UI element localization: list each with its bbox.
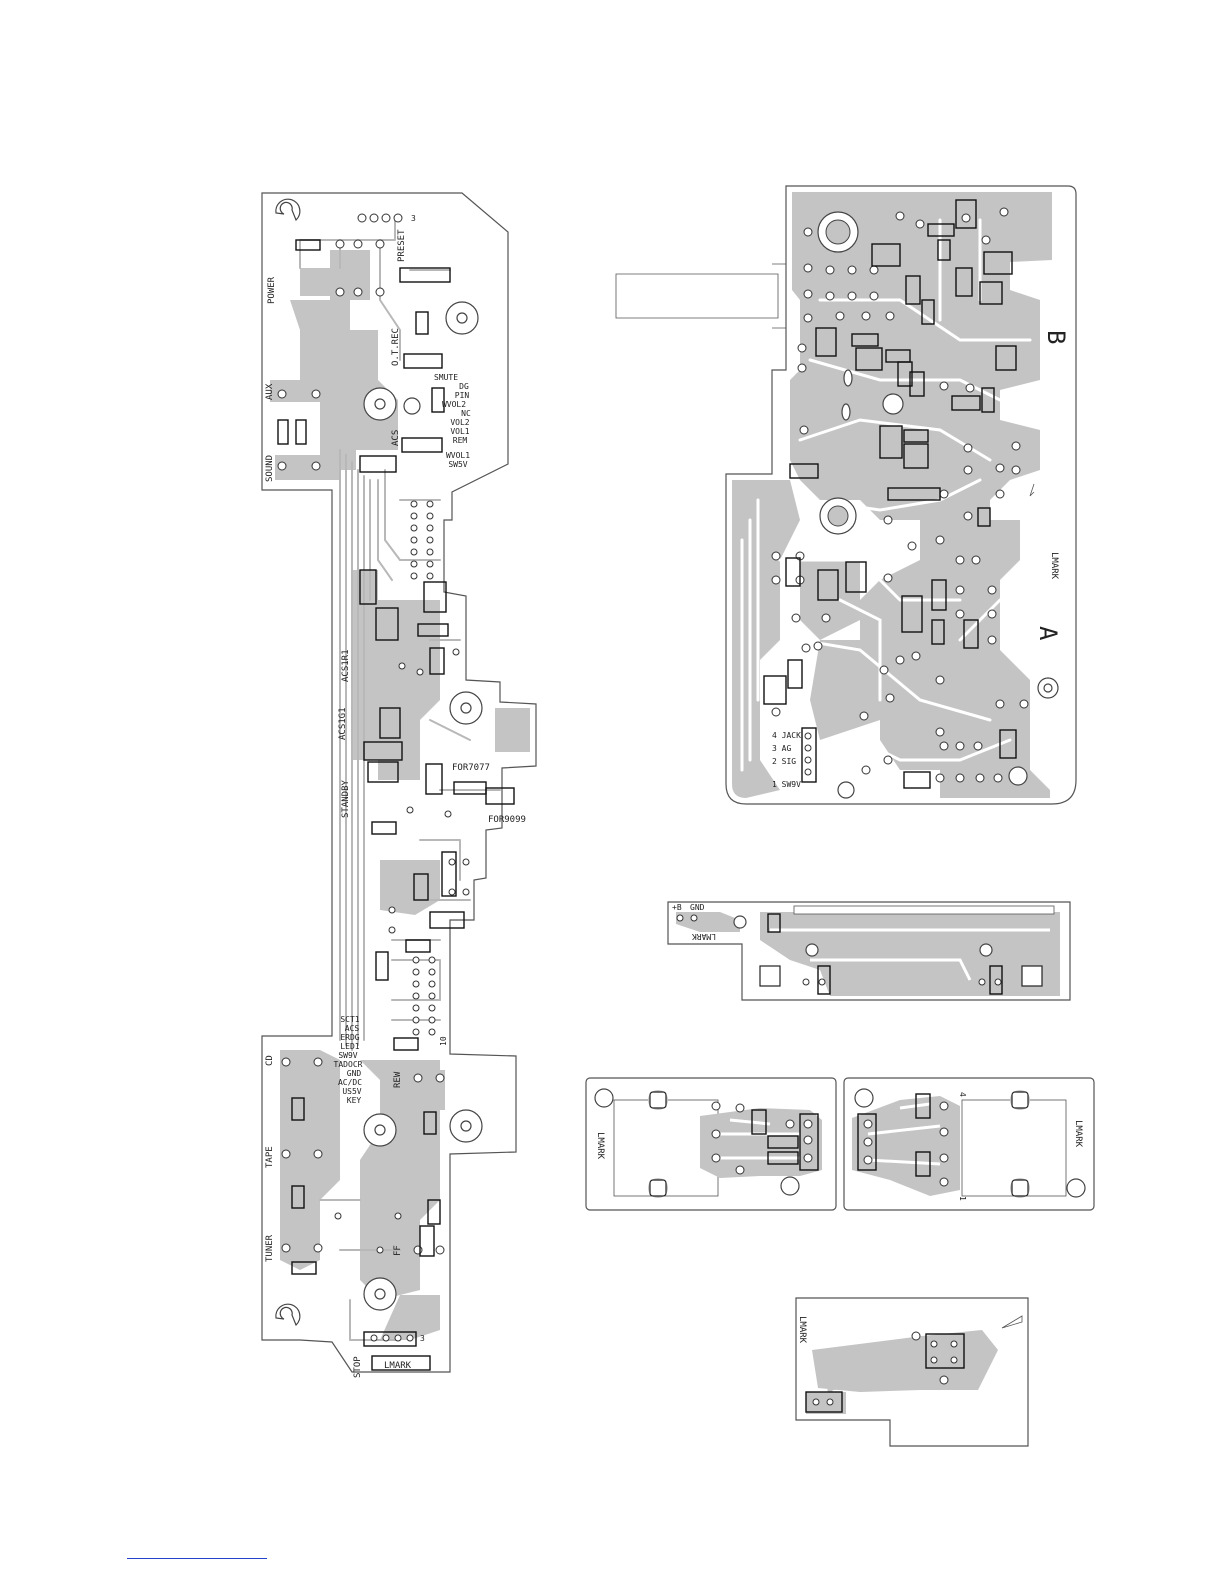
signal-name: PIN — [455, 391, 470, 400]
signal-name: DG — [459, 382, 469, 391]
signal-name: SMUTE — [434, 373, 458, 382]
connector-pin-label: 1 SW9V — [772, 780, 801, 789]
label-pin1: 1 — [958, 1196, 967, 1201]
label-pin10: 10 — [439, 1036, 448, 1046]
label-b: B — [1042, 330, 1070, 344]
label-lmark-jack-left: LMARK — [595, 1132, 605, 1160]
small-board: +B GND LMARK — [668, 902, 1070, 1000]
main-panel-board: POWER PRESET O.T.REC AUX SOUND ACS ACS1R… — [262, 193, 536, 1378]
label-sound: SOUND — [265, 455, 275, 482]
label-acs1r1: ACS1R1 — [341, 649, 351, 682]
signal-name: WVOL1 — [446, 451, 470, 460]
signal-name: TADOCR — [334, 1060, 363, 1069]
label-aux: AUX — [265, 383, 275, 400]
label-rew: REW — [393, 1071, 403, 1088]
label-pin4: 4 — [958, 1092, 967, 1097]
signal-name: VOL1 — [450, 427, 469, 436]
connector-pin-label: 3 AG — [772, 744, 791, 753]
signal-name: KEY — [347, 1096, 362, 1105]
label-cd: CD — [265, 1055, 275, 1066]
jack-board-right: LMARK 4 1 — [844, 1078, 1094, 1210]
signal-name: LED1 — [340, 1042, 359, 1051]
signal-name: NC — [461, 409, 471, 418]
bottom-board: LMARK — [796, 1298, 1028, 1446]
signal-name: AC/DC — [338, 1078, 362, 1087]
board-ab: B A LMARK 4 JACK 3 AG 2 SIG 1 SW9V — [616, 186, 1076, 804]
label-lmark-main: LMARK — [384, 1361, 412, 1371]
signal-name: GND — [347, 1069, 362, 1078]
label-acs1g1: ACS1G1 — [338, 707, 348, 740]
label-pin3-bottom: 3 — [420, 1334, 425, 1343]
label-tape: TAPE — [265, 1146, 275, 1168]
connector-pin-label: 2 SIG — [772, 757, 796, 766]
label-for7077: FOR7077 — [452, 763, 490, 773]
jack-board-left: LMARK — [586, 1078, 836, 1210]
signal-name: WVOL2 — [442, 400, 466, 409]
label-lmark-bottom: LMARK — [797, 1316, 807, 1344]
signal-name: ERDG — [340, 1033, 359, 1042]
label-power: POWER — [267, 276, 277, 304]
signal-name: SCT1 — [340, 1015, 359, 1024]
label-pin3-top: 3 — [411, 214, 416, 223]
label-plus-b: +B — [672, 903, 682, 912]
footer-rule — [127, 1558, 267, 1559]
signal-name: US5V — [342, 1087, 361, 1096]
signal-name: REM — [453, 436, 468, 445]
signal-name: ACS — [345, 1024, 360, 1033]
label-for9099: FOR9099 — [488, 815, 526, 825]
label-lmark-jack-right: LMARK — [1073, 1120, 1083, 1148]
label-preset: PRESET — [397, 229, 407, 262]
label-tuner: TUNER — [265, 1234, 275, 1262]
signal-name: VOL2 — [450, 418, 469, 427]
label-standby: STANDBY — [341, 779, 351, 818]
signal-name: SW5V — [448, 460, 467, 469]
label-acs: ACS — [391, 430, 401, 446]
label-ff: FF — [393, 1245, 403, 1256]
label-lmark-ab: LMARK — [1049, 552, 1059, 580]
signal-name: SW9V — [338, 1051, 357, 1060]
label-a: A — [1034, 626, 1062, 641]
connector-pin-label: 4 JACK — [772, 731, 801, 740]
label-gnd: GND — [690, 903, 705, 912]
label-lmark-small: LMARK — [692, 932, 716, 941]
label-otrec: O.T.REC — [391, 328, 401, 366]
label-stop: STOP — [353, 1356, 363, 1378]
